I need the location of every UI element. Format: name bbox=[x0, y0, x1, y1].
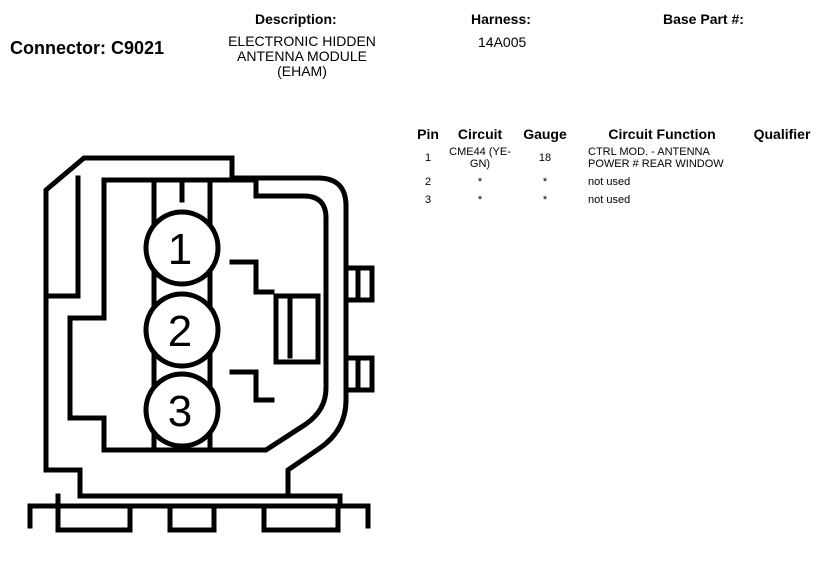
harness-value: 14A005 bbox=[478, 34, 527, 50]
header-function: Circuit Function bbox=[608, 126, 716, 142]
pin-3-cavity bbox=[143, 371, 221, 449]
pin-2-label: 2 bbox=[168, 307, 192, 356]
cavity-step-lower bbox=[229, 369, 275, 403]
row-function: CTRL MOD. - ANTENNA POWER # REAR WINDOW bbox=[588, 146, 724, 170]
base-part-heading: Base Part #: bbox=[663, 11, 744, 27]
housing-inner-wall bbox=[43, 175, 81, 299]
row-pin: 3 bbox=[424, 194, 432, 206]
inner-cavity bbox=[67, 177, 329, 453]
pin-1-cavity bbox=[143, 209, 221, 287]
description-text: ELECTRONIC HIDDEN ANTENNA MODULE (EHAM) bbox=[228, 33, 376, 79]
header-qualifier: Qualifier bbox=[753, 126, 811, 142]
row-function: not used bbox=[588, 194, 631, 206]
row-function: not used bbox=[588, 176, 631, 188]
header-gauge: Gauge bbox=[523, 126, 567, 142]
row-circuit: * bbox=[477, 194, 483, 206]
pin-table: Pin Circuit Gauge Circuit Function Quali… bbox=[410, 126, 816, 211]
description-heading: Description: bbox=[255, 11, 337, 27]
latch-tab bbox=[273, 293, 321, 365]
row-gauge: * bbox=[542, 176, 548, 188]
pin-1-label: 1 bbox=[168, 225, 192, 274]
bottom-tab-right bbox=[261, 503, 341, 533]
bottom-base bbox=[27, 493, 61, 529]
pin-2-cavity bbox=[143, 291, 221, 369]
row-gauge: 18 bbox=[538, 152, 552, 164]
pin-3-label: 3 bbox=[168, 387, 192, 436]
pin-table-header: Pin Circuit Gauge Circuit Function Quali… bbox=[410, 126, 816, 145]
connector-title: Connector: C9021 bbox=[10, 38, 165, 58]
housing-outline bbox=[43, 155, 349, 499]
bottom-tab-center bbox=[167, 503, 217, 533]
row-gauge: * bbox=[542, 194, 548, 206]
header-circuit: Circuit bbox=[457, 126, 503, 142]
harness-heading: Harness: bbox=[471, 11, 531, 27]
table-row: 2 * * not used bbox=[410, 175, 816, 193]
row-circuit: CME44 (YE-GN) bbox=[449, 146, 511, 170]
row-pin: 1 bbox=[424, 152, 432, 164]
cavity-step-upper bbox=[229, 259, 275, 295]
row-pin: 2 bbox=[424, 176, 432, 188]
header-pin: Pin bbox=[417, 126, 439, 142]
bottom-base-right bbox=[285, 493, 371, 529]
bottom-tab-left bbox=[55, 503, 133, 533]
table-row: 1 CME44 (YE-GN) 18 CTRL MOD. - ANTENNA P… bbox=[410, 145, 816, 175]
row-circuit: * bbox=[477, 176, 483, 188]
table-row: 3 * * not used bbox=[410, 193, 816, 211]
